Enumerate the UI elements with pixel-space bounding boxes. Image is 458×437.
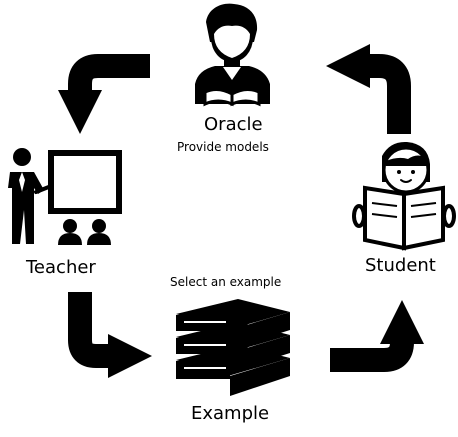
example-caption: Select an example bbox=[170, 275, 282, 289]
teacher-board-icon bbox=[8, 148, 122, 245]
example-label: Example bbox=[191, 403, 270, 424]
student-reader-icon bbox=[352, 141, 456, 251]
oracle-label: Oracle bbox=[204, 114, 263, 135]
arrow-oracle-to-teacher bbox=[58, 54, 150, 134]
teacher-label: Teacher bbox=[26, 257, 96, 278]
book-stack-icon bbox=[176, 299, 290, 396]
oracle-reader-icon bbox=[195, 3, 270, 107]
arrow-student-to-oracle bbox=[326, 44, 411, 134]
arrow-teacher-to-example bbox=[68, 292, 152, 378]
oracle-caption: Provide models bbox=[177, 140, 269, 154]
arrow-example-to-student bbox=[330, 300, 424, 372]
student-label: Student bbox=[365, 255, 436, 276]
